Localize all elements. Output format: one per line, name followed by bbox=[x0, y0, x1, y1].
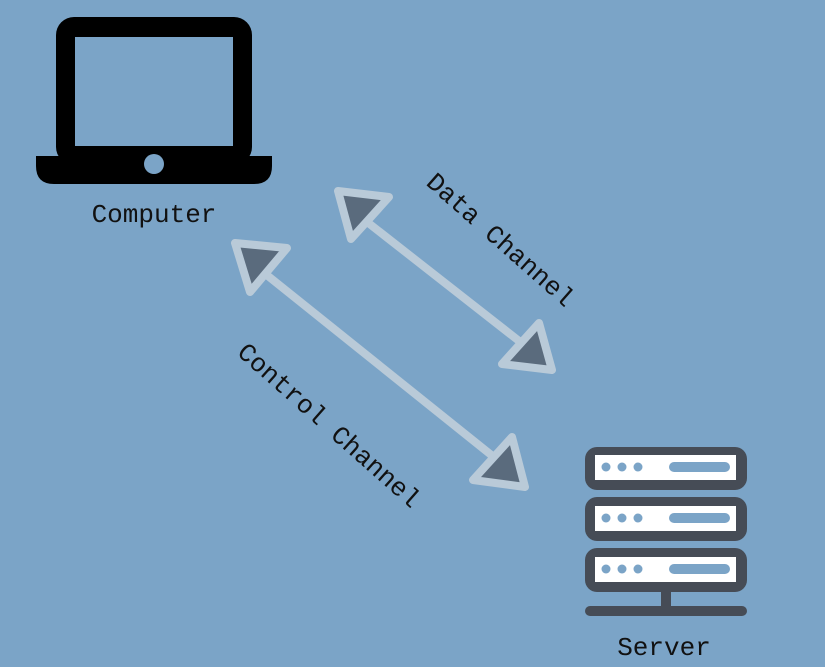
server-icon bbox=[585, 447, 747, 616]
server-unit bbox=[585, 447, 747, 490]
server-unit bbox=[585, 497, 747, 541]
arrowhead-end bbox=[469, 433, 529, 491]
control-channel-arrow bbox=[231, 239, 529, 491]
control-channel-label: Control Channel bbox=[231, 338, 426, 516]
arrowhead-start bbox=[231, 239, 291, 296]
laptop-icon bbox=[36, 17, 272, 184]
server-unit bbox=[585, 548, 747, 592]
data-channel-label: Data Channel bbox=[420, 168, 580, 315]
arrowhead-end bbox=[498, 319, 556, 374]
arrowhead-start bbox=[334, 187, 393, 243]
computer-label: Computer bbox=[92, 200, 217, 230]
server-label: Server bbox=[617, 633, 711, 663]
data-channel-arrow bbox=[334, 187, 556, 374]
